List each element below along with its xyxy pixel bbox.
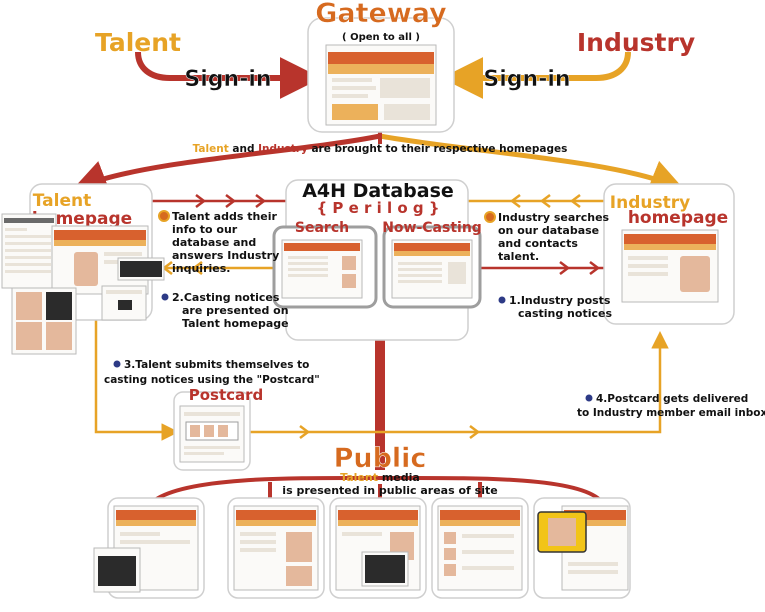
public-screenshot-4 <box>431 497 529 599</box>
industry-searches-line-2: on our database <box>498 224 599 237</box>
industry-searches-note: Industry searches on our database and co… <box>484 211 613 263</box>
talent-submits-note: 3.Talent submits themselves to casting n… <box>104 359 320 386</box>
homepages-note-industry: Industry <box>258 143 308 155</box>
talent-submits-line-1: 3.Talent submits themselves to <box>124 359 309 371</box>
bullet-icon <box>498 296 506 304</box>
public-media-word: media <box>382 471 420 484</box>
sign-in-right: Sign-in <box>483 67 570 92</box>
svg-text:1.Industry posts casting: 1.Industry posts casting notices <box>509 294 614 320</box>
talent-adds-line-3: database and <box>172 236 256 249</box>
industry-label: Industry <box>577 28 695 57</box>
talent-submits-line-2: casting notices using the "Postcard" <box>104 374 320 386</box>
now-casting-screenshot <box>391 239 473 299</box>
public-title: Public <box>334 443 427 474</box>
now-casting-label: Now-Casting <box>382 220 482 236</box>
talent-homepage-title: Talent <box>33 191 91 211</box>
svg-text:Talent adds their info t: Talent adds their info to our database a… <box>172 210 283 275</box>
svg-text:2.Casting notices are pr: 2.Casting notices are presented on Talen… <box>172 291 292 330</box>
industry-searches-line-1: Industry searches <box>498 211 610 224</box>
talent-adds-line-2: info to our <box>172 223 238 236</box>
homepages-note-and: and <box>229 143 258 155</box>
svg-text:Industry searches on our: Industry searches on our database and co… <box>498 211 613 263</box>
talent-video-screenshot <box>117 257 165 281</box>
talent-adds-line-5: inquiries. <box>172 262 230 275</box>
talent-to-postcard-path <box>94 318 179 441</box>
industry-homepage-subtitle: homepage <box>628 208 728 228</box>
industry-homepage-title: Industry <box>610 193 690 213</box>
public-screenshot-3 <box>329 497 427 599</box>
postcard-screenshot <box>179 405 245 463</box>
database-subtitle: { P e r i l o g } <box>316 199 439 217</box>
talent-homepage-group: Talent homepage <box>1 183 165 355</box>
database-group: A4H Database { P e r i l o g } Search No… <box>272 179 482 341</box>
bullet-icon <box>158 210 170 222</box>
casting-presented-line-3: Talent homepage <box>182 317 289 330</box>
database-title: A4H Database <box>302 180 454 202</box>
bullet-icon <box>113 360 121 368</box>
gateway-screenshot <box>325 44 437 126</box>
talent-adds-line-1: Talent adds their <box>172 210 278 223</box>
talent-adds-line-4: answers Industry <box>172 249 279 262</box>
gateway-group: Gateway ( Open to all ) <box>307 0 455 133</box>
public-arc-left <box>153 475 381 502</box>
talent-photos-screenshot <box>11 287 77 355</box>
casting-notices-presented-note: 2.Casting notices are presented on Talen… <box>161 291 292 330</box>
talent-adds-note: Talent adds their info to our database a… <box>158 210 283 275</box>
talent-profile-screenshot <box>1 213 57 289</box>
public-presented: is presented in public areas of site <box>282 484 497 497</box>
industry-searches-line-4: talent. <box>498 250 539 263</box>
connectors <box>71 51 685 502</box>
public-screenshot-2 <box>227 497 325 599</box>
gateway-title: Gateway <box>315 0 447 29</box>
bullet-icon <box>484 211 496 223</box>
gateway-subtitle: ( Open to all ) <box>342 32 420 43</box>
talent-sign-in-path <box>135 51 322 99</box>
public-talent-word: Talent <box>340 471 378 484</box>
public-talent-media: Talent media <box>340 471 420 484</box>
bullet-icon <box>161 293 169 301</box>
postcard-label: Postcard <box>189 386 264 404</box>
industry-homepage-group: Industry homepage <box>603 183 735 325</box>
public-arc-right <box>379 475 602 502</box>
search-label: Search <box>295 220 349 236</box>
public-screenshot-1 <box>93 497 205 599</box>
industry-posts-line-2: casting notices <box>518 307 612 320</box>
search-screenshot <box>281 239 363 299</box>
homepages-note: Talent and Industry are brought to their… <box>193 143 568 155</box>
casting-presented-line-2: are presented on <box>182 304 289 317</box>
casting-presented-line-1: 2.Casting notices <box>172 291 280 304</box>
public-screenshot-5 <box>533 497 631 599</box>
industry-searches-line-3: and contacts <box>498 237 578 250</box>
gateway-to-industry-arc <box>379 133 685 194</box>
svg-text:4.Postcard gets delivered: 4.Postcard gets delivered to Industry me… <box>577 393 765 419</box>
industry-posts-note: 1.Industry posts casting notices <box>498 294 614 320</box>
talent-secondary-screenshot <box>101 285 147 321</box>
sign-in-left: Sign-in <box>184 67 271 92</box>
postcard-group: Postcard <box>173 386 264 471</box>
public-screenshots <box>93 497 631 599</box>
postcard-to-industry-path <box>250 331 669 434</box>
postcard-delivered-line-1: 4.Postcard gets delivered <box>596 393 748 405</box>
industry-screenshot <box>621 229 719 303</box>
postcard-delivered-line-2: to Industry member email inbox <box>577 407 765 419</box>
talent-homepage-subtitle: homepage <box>32 209 132 229</box>
industry-sign-in-path <box>441 51 631 99</box>
gateway-to-talent-arc <box>71 133 381 194</box>
bullet-icon <box>585 394 593 402</box>
homepages-note-talent: Talent <box>193 143 229 155</box>
talent-label: Talent <box>95 28 181 57</box>
homepages-note-rest: are brought to their respective homepage… <box>308 143 568 155</box>
svg-text:3.Talent submits themselves to: 3.Talent submits themselves to casting n… <box>104 359 320 386</box>
industry-posts-line-1: 1.Industry posts <box>509 294 611 307</box>
postcard-delivered-note: 4.Postcard gets delivered to Industry me… <box>577 393 765 419</box>
